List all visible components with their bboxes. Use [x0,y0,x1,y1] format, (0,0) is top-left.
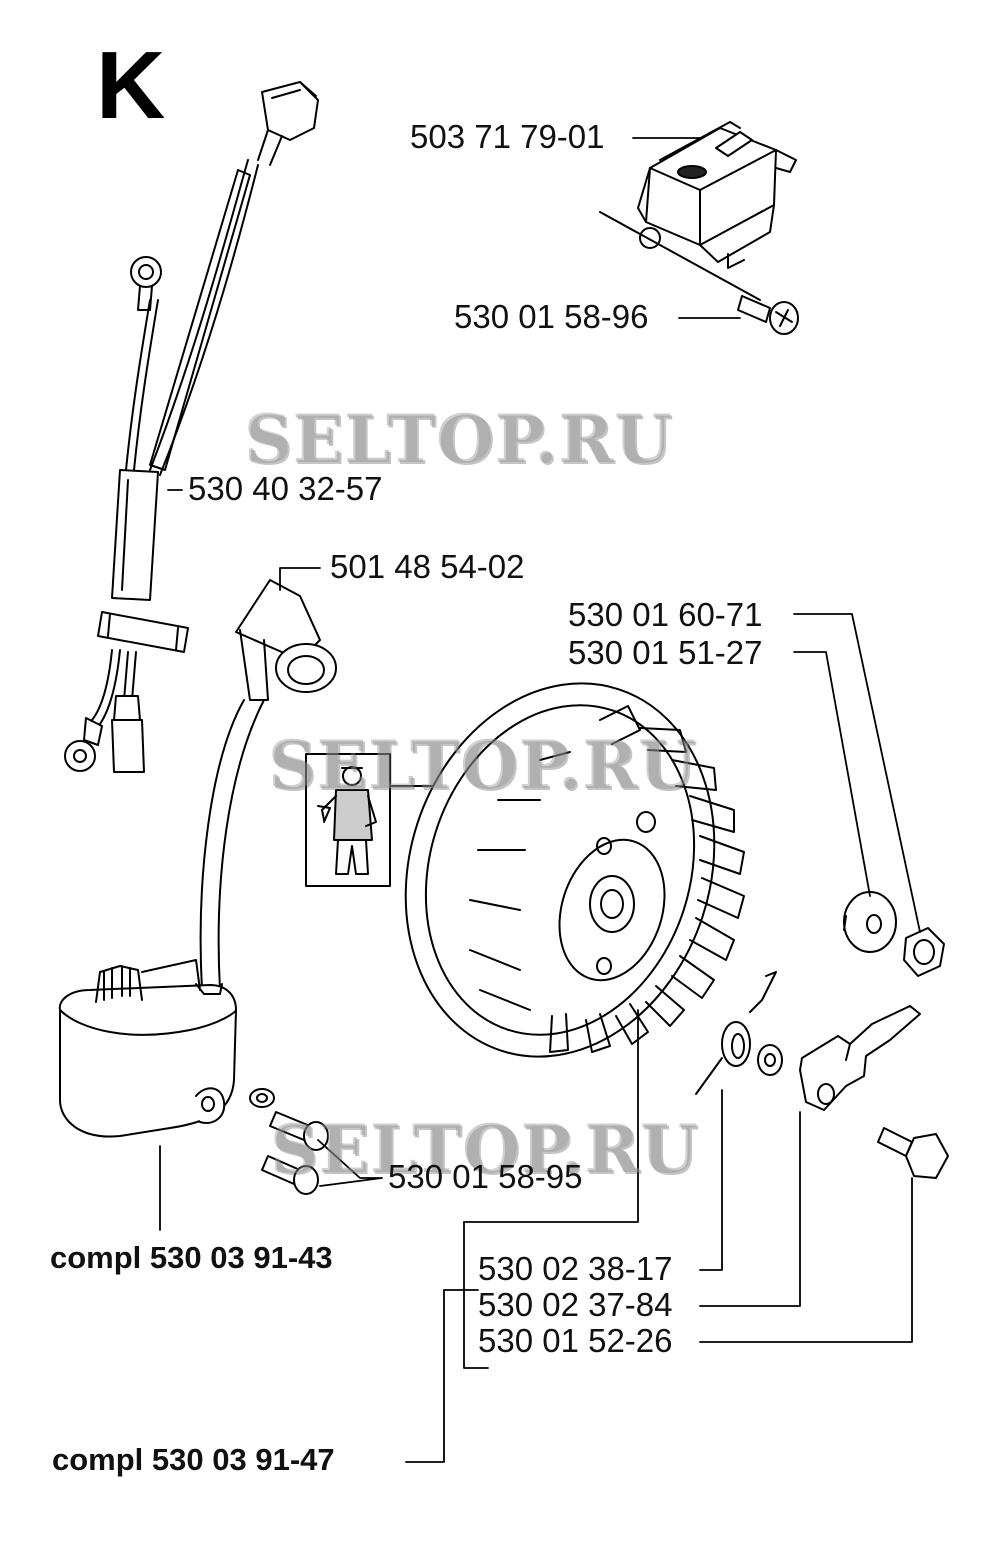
part-label-coil-screws: 530 01 58-95 [388,1158,583,1195]
part-label-flywheel-compl: compl 530 03 91-47 [52,1442,335,1477]
ground-wire-harness [64,81,319,773]
pawl-spring [695,971,777,1095]
ignition-lead [199,699,265,991]
stop-switch [599,121,797,301]
part-label-spring: 530 02 38-17 [478,1250,673,1287]
coil-screws [249,1088,329,1195]
watermark: SELTOP.RU [268,726,697,804]
pawl-screw [877,1127,949,1179]
part-label-switch: 503 71 79-01 [410,118,605,155]
leader-lines [159,137,921,1463]
starter-pawl [799,1005,921,1111]
ignition-module [58,959,237,1138]
nut [903,927,945,977]
spark-plug-cap [235,579,337,701]
part-label-nut: 530 01 60-71 [568,596,763,633]
watermark: SELTOP.RU [244,400,673,478]
part-label-ground-wire: 530 40 32-57 [188,470,383,507]
switch-screw [737,295,799,335]
watermark: SELTOP.RU [270,1110,699,1188]
part-label-pawl-screw: 530 01 52-26 [478,1322,673,1359]
part-label-switch-screw: 530 01 58-96 [454,298,649,335]
service-manual-icon [305,753,466,887]
pawl-washer [757,1044,783,1076]
part-label-pawl: 530 02 37-84 [478,1286,673,1323]
part-label-spark-cap: 501 48 54-02 [330,548,525,585]
washer [843,891,897,953]
flywheel [404,682,745,1058]
part-label-ignition-compl: compl 530 03 91-43 [50,1240,333,1275]
section-letter: K [96,32,166,139]
part-label-washer: 530 01 51-27 [568,634,763,671]
